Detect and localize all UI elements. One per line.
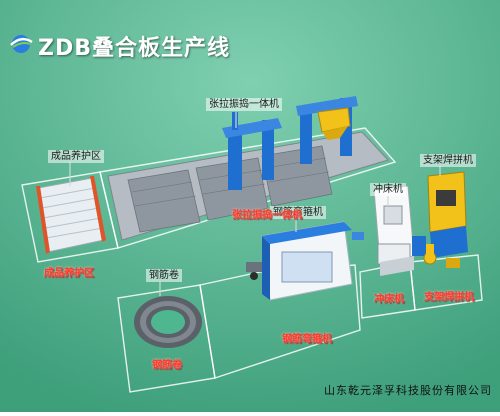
stretch-vibrator-gantries bbox=[222, 96, 358, 190]
curing-area-label: 成品养护区 bbox=[48, 150, 104, 163]
bracket-welder bbox=[412, 171, 468, 268]
conveyor-line bbox=[107, 131, 389, 241]
coil-label: 钢筋卷 bbox=[146, 269, 182, 282]
coil-floor-label: 钢筋卷 bbox=[152, 360, 182, 371]
bracket-welder-floor-label: 支架焊拼机 bbox=[424, 292, 474, 303]
zone-outlines bbox=[21, 127, 483, 393]
curing-rack bbox=[36, 176, 106, 254]
label-pointers bbox=[69, 112, 441, 296]
steel-coil bbox=[134, 296, 202, 348]
bending-machine bbox=[246, 221, 364, 301]
punch-label: 冲床机 bbox=[370, 183, 406, 196]
globe-swoosh-icon bbox=[10, 35, 33, 53]
company-name: 山东乾元泽孚科技股份有限公司 bbox=[324, 384, 492, 397]
stretch-machine-label: 张拉振捣一体机 bbox=[206, 98, 282, 111]
punch-press bbox=[373, 185, 415, 276]
bending-machine-label: 钢筋弯箍机 bbox=[270, 206, 326, 219]
bracket-welder-label: 支架焊拼机 bbox=[420, 154, 476, 167]
page-title: ZDB叠合板生产线 bbox=[38, 36, 230, 61]
stretch-machine-floor-label: 张拉振捣一体机 bbox=[232, 210, 302, 221]
curing-area-floor-label: 成品养护区 bbox=[44, 268, 94, 279]
punch-floor-label: 冲床机 bbox=[374, 294, 404, 305]
bending-machine-floor-label: 钢筋弯箍机 bbox=[282, 334, 332, 345]
